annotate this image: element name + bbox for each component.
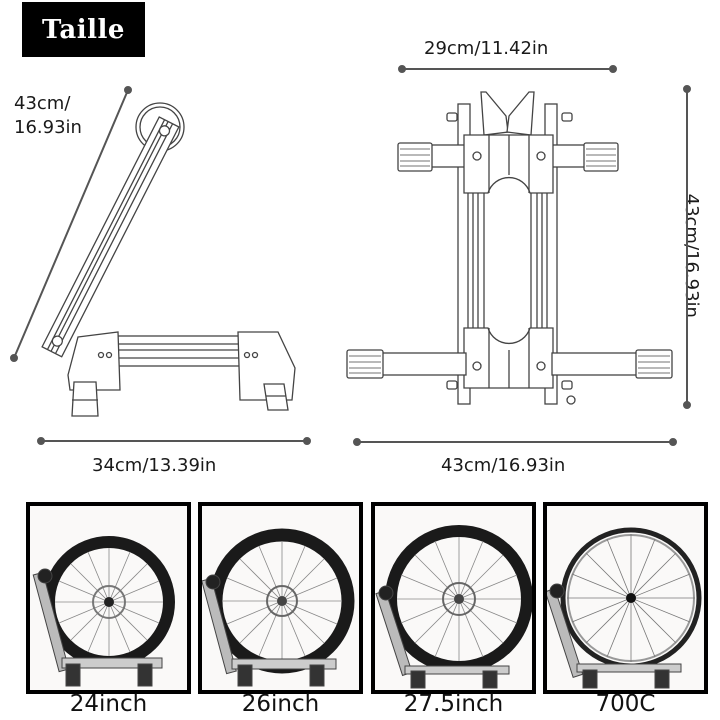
technical-drawings — [10, 65, 691, 446]
title-text: Taille — [42, 14, 125, 45]
wheel-photo-26inch — [198, 502, 363, 694]
title-badge: Taille — [22, 2, 145, 57]
dimension-lines — [10, 65, 691, 446]
wheel-24inch-icon — [32, 536, 175, 687]
top-width-label: 29cm/11.42in — [424, 38, 549, 59]
wheel-26inch-icon — [202, 528, 355, 687]
wheel-photo-24inch — [26, 502, 191, 694]
wheel-photo-27-5inch — [371, 502, 536, 694]
wheel-photo-700c — [543, 502, 708, 694]
wheel-size-label: 700C — [595, 691, 656, 717]
stand-icon — [202, 574, 337, 687]
wheel-700c-icon — [547, 527, 702, 689]
side-height-label-line1: 43cm/ — [14, 93, 71, 114]
side-height-label-line2: 16.93in — [14, 117, 82, 138]
side-length-label: 34cm/13.39in — [92, 455, 217, 476]
wheel-size-label: 27.5inch — [403, 691, 504, 717]
stand-icon — [32, 568, 163, 687]
stand-icon — [547, 583, 682, 689]
stand-icon — [375, 585, 510, 689]
top-depth-label: 43cm/16.93in — [441, 455, 566, 476]
top-view-drawing — [346, 91, 673, 405]
wheel-size-label: 26inch — [241, 691, 320, 717]
side-view-drawing — [41, 102, 296, 417]
wheel-27-5inch-icon — [375, 525, 532, 689]
wheel-size-label: 24inch — [69, 691, 148, 717]
